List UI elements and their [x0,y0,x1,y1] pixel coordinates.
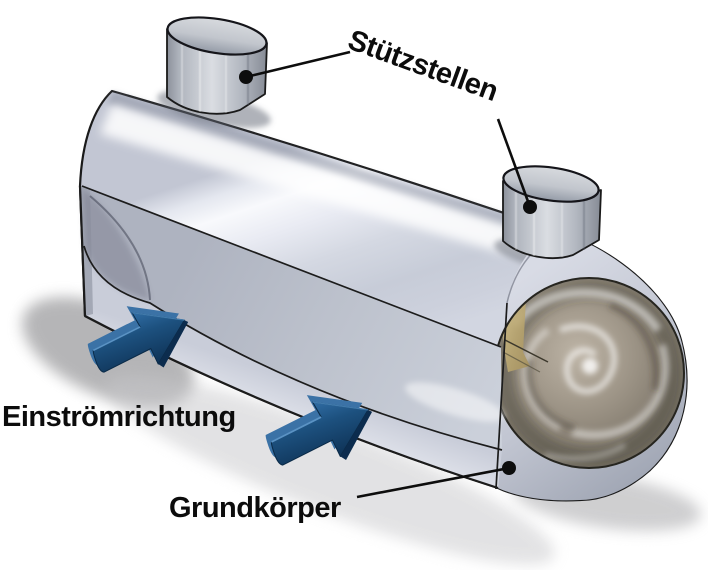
support-nozzle-2 [502,165,602,259]
swirl-end-cap [493,277,685,469]
leader-line-base-body [356,466,510,499]
leader-dot [502,461,516,475]
interior-curve [89,195,151,301]
interior-shading [82,188,150,300]
leader-dot [239,70,253,84]
annotation-leaders [245,50,532,499]
leader-line-supports-2 [496,118,532,208]
panel-highlight [405,382,505,422]
leader-dot [523,200,537,214]
flow-arrow-icon-2 [265,395,373,466]
front-cut-panel [82,186,502,450]
bottom-wall-strip [84,246,502,488]
flow-arrow-icon-1 [87,306,189,373]
leader-line-supports-1 [245,50,351,79]
label-base-body: Grundkörper [169,492,341,524]
label-inflow-direction: Einströmrichtung [2,401,236,433]
support-nozzle-1 [166,16,268,115]
